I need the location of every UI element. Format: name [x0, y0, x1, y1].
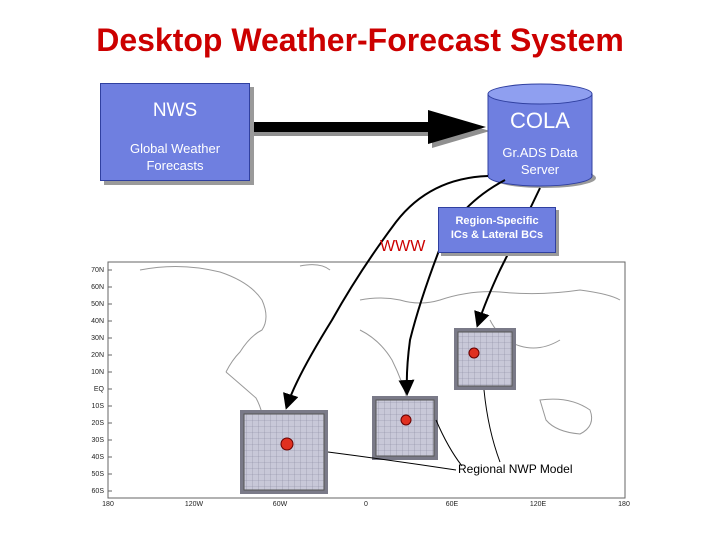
lat-label: 40S	[92, 454, 105, 461]
data-flow-arrow	[248, 110, 490, 148]
regional-domain-box	[372, 396, 438, 460]
lat-label: 10S	[92, 403, 105, 410]
page-title: Desktop Weather-Forecast System	[96, 22, 624, 58]
cola-server-cylinder	[487, 83, 596, 188]
ic-bc-line1: Region-Specific	[455, 215, 539, 227]
regional-domain-box	[454, 328, 516, 390]
lat-label: 20S	[92, 420, 105, 427]
cola-subtitle: Gr.ADS Data Server	[488, 144, 592, 178]
label-leader-lines	[327, 389, 501, 471]
nws-box: NWS Global Weather Forecasts	[100, 83, 250, 181]
lat-label: 10N	[91, 369, 104, 376]
lon-label: 0	[364, 501, 368, 508]
lon-label: 180	[618, 501, 630, 508]
nws-label: NWS	[152, 100, 198, 121]
lat-label: 60N	[91, 284, 104, 291]
lon-label: 60W	[273, 501, 288, 508]
regional-domain-box	[240, 410, 328, 494]
lat-label: 30N	[91, 335, 104, 342]
domain-marker	[280, 437, 294, 451]
lat-label: EQ	[94, 386, 105, 393]
world-map: 70N 60N 50N 40N 30N 20N 10N EQ 10S 20S 3…	[91, 261, 630, 508]
cola-subtitle-line2: Server	[520, 162, 560, 177]
nws-subtitle-line1: Global Weather	[129, 141, 221, 156]
www-label: WWW	[380, 238, 426, 255]
ic-bc-line2: ICs & Lateral BCs	[450, 229, 544, 241]
nws-subtitle: Global Weather Forecasts	[101, 140, 249, 174]
domain-marker	[468, 347, 480, 359]
ic-bc-box: Region-Specific ICs & Lateral BCs	[438, 207, 556, 253]
lon-label: 120W	[185, 501, 204, 508]
lon-label: 60E	[446, 501, 459, 508]
cola-label: COLA	[510, 108, 570, 133]
lat-label: 70N	[91, 267, 104, 274]
lat-label: 60S	[92, 488, 105, 495]
lat-label: 50S	[92, 471, 105, 478]
domain-marker	[400, 414, 412, 426]
ic-bc-label: Region-Specific ICs & Lateral BCs	[439, 214, 555, 242]
lat-label: 20N	[91, 352, 104, 359]
cola-subtitle-line1: Gr.ADS Data	[502, 145, 578, 160]
lat-label: 30S	[92, 437, 105, 444]
lon-label: 120E	[530, 501, 547, 508]
lat-label: 40N	[91, 318, 104, 325]
lat-label: 50N	[91, 301, 104, 308]
nwp-model-label: Regional NWP Model	[458, 462, 573, 476]
nws-subtitle-line2: Forecasts	[146, 158, 204, 173]
lon-label: 180	[102, 501, 114, 508]
